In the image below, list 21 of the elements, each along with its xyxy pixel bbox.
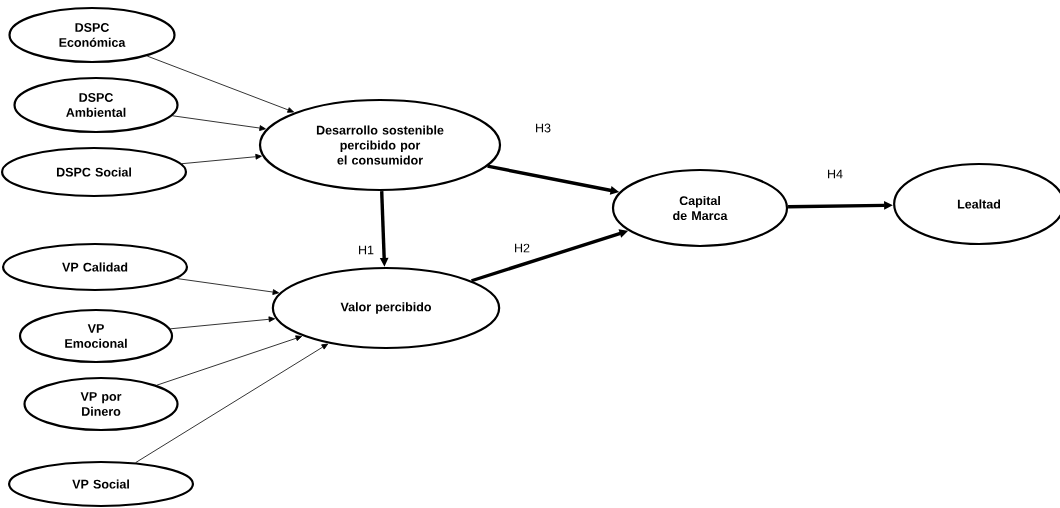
edge-label: H1 [357, 244, 375, 256]
arrow [156, 335, 303, 386]
ellipse-node: VP Calidad [2, 242, 189, 292]
arrow [169, 316, 276, 330]
ellipse-node: DSPC Económica [8, 6, 176, 64]
edge-label: H3 [534, 122, 552, 134]
ellipse-node: VP Emocional [18, 308, 174, 364]
edge-label: H4 [826, 168, 844, 180]
arrow [176, 278, 280, 295]
ellipse-node: Valor percibido [271, 266, 501, 350]
arrow [146, 55, 294, 113]
ellipse-node: DSPC Ambiental [13, 76, 179, 134]
arrow [135, 343, 329, 463]
arrow [171, 115, 266, 131]
ellipse-node: Capital de Marca [611, 168, 789, 248]
edge-label: H2 [513, 242, 531, 254]
ellipse-node: VP Social [8, 460, 195, 508]
arrow [181, 153, 262, 165]
ellipse-node: VP por Dinero [23, 376, 179, 432]
ellipse-node: Desarrollo sostenible percibido por el consumidor [258, 98, 502, 192]
ellipse-node: DSPC Social [1, 146, 188, 198]
